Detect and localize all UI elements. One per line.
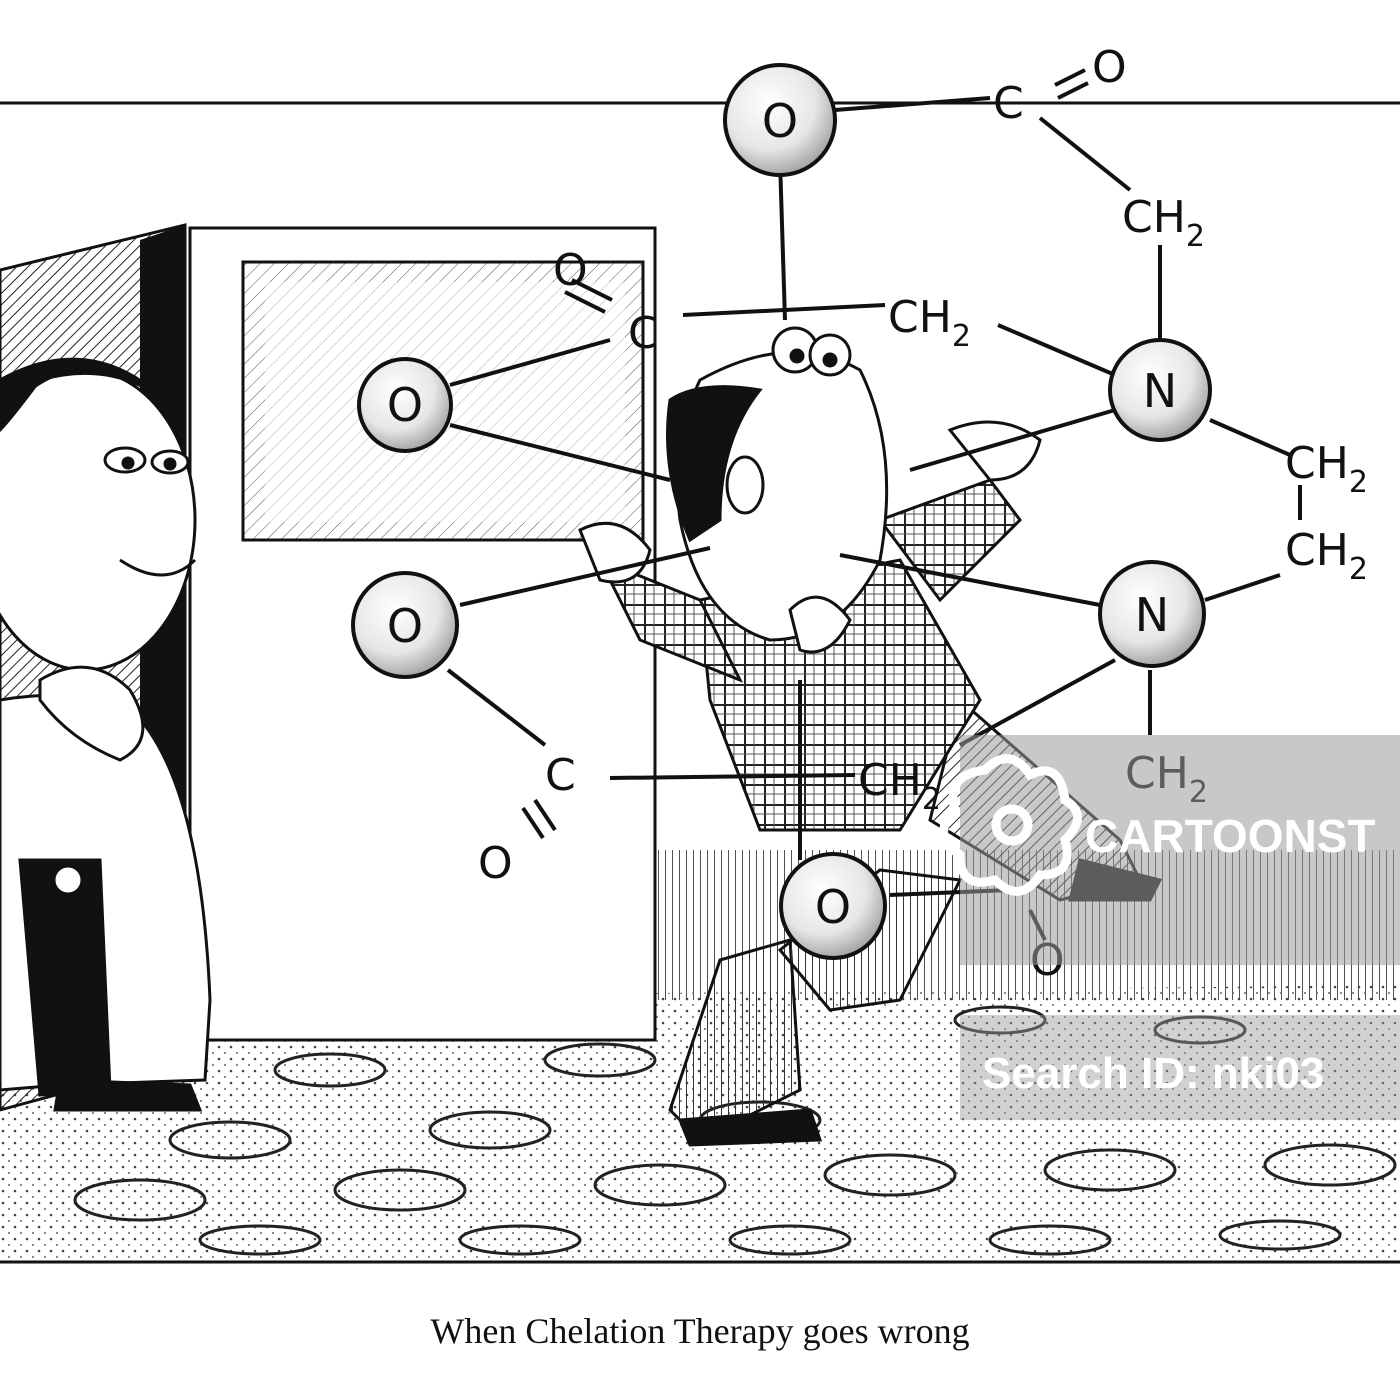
ch2-group: CH2: [1285, 525, 1368, 587]
svg-text:O: O: [387, 599, 423, 653]
doctor-figure: [0, 357, 212, 1112]
oxygen-label: O: [478, 838, 513, 889]
watermark: CARTOONST Search ID: nki03: [939, 735, 1400, 1120]
carbon-label: C: [993, 78, 1024, 129]
oxygen-label: O: [553, 245, 588, 296]
svg-text:O: O: [387, 378, 423, 432]
molecule-bonds: [446, 68, 1302, 941]
oxygen-atom: O: [723, 63, 837, 177]
molecule-oxygen-atoms: O O O O: [351, 63, 887, 960]
svg-text:N: N: [1143, 364, 1177, 418]
watermark-search-id: Search ID: nki03: [982, 1049, 1324, 1098]
carbon-label: C: [628, 308, 659, 359]
svg-text:O: O: [762, 94, 798, 148]
nitrogen-atom: N: [1108, 338, 1212, 442]
ch2-group: CH2: [888, 292, 971, 354]
molecule-nitrogen-atoms: N N: [1098, 338, 1212, 668]
oxygen-atom: O: [357, 357, 453, 453]
ch2-group: CH2: [1122, 192, 1205, 254]
svg-text:O: O: [815, 880, 851, 934]
nitrogen-atom: N: [1098, 560, 1206, 668]
watermark-logo-icon: [939, 754, 1082, 896]
carbon-label: C: [545, 750, 576, 801]
ch2-group: CH2: [1285, 438, 1368, 500]
cartoon-caption: When Chelation Therapy goes wrong: [430, 1311, 970, 1351]
oxygen-atom: O: [779, 852, 887, 960]
oxygen-label: O: [1092, 42, 1127, 93]
watermark-brand-text: CARTOONST: [1085, 810, 1376, 862]
svg-text:N: N: [1135, 588, 1169, 642]
patient-figure: [578, 326, 1163, 1147]
ch2-group: CH2: [858, 755, 941, 817]
oxygen-atom: O: [351, 571, 459, 679]
